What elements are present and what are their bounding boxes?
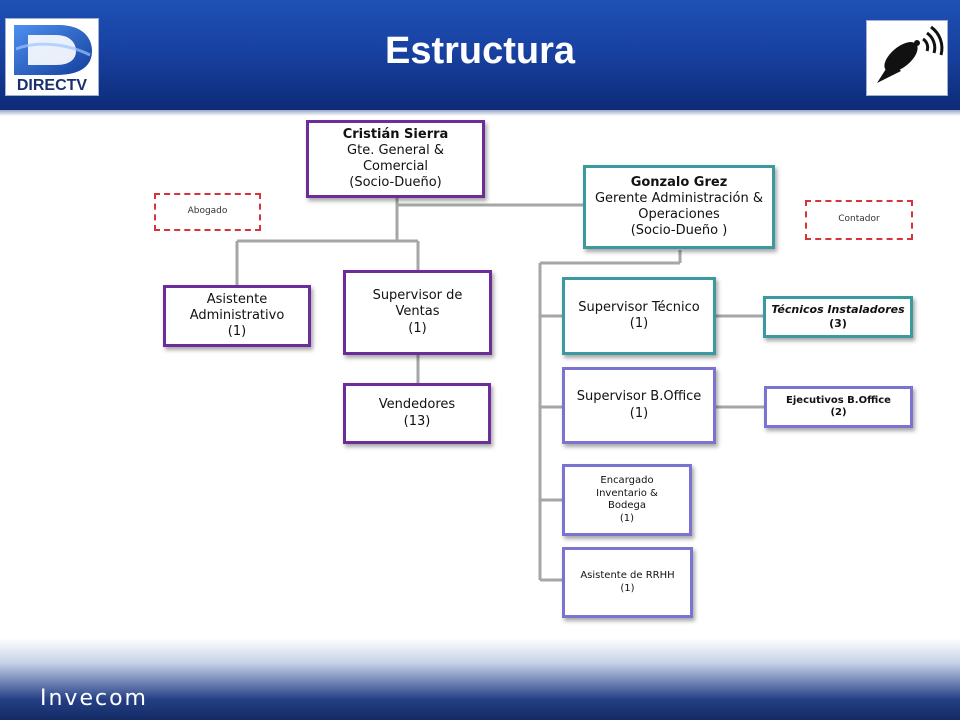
node-sellers: Vendedores (13) <box>343 383 491 444</box>
inventory-line1: Encargado <box>600 475 654 486</box>
backoffice-executives-line1: Ejecutivos B.Office <box>786 394 891 406</box>
header-shadow <box>0 110 960 116</box>
gm-title-line2: Operaciones <box>638 207 720 222</box>
gm-name: Gonzalo Grez <box>630 174 728 190</box>
sellers-line1: Vendedores <box>378 397 456 413</box>
hr-assistant-line1: Asistente de RRHH <box>580 570 675 581</box>
tech-installers-line1: Técnicos Instaladores <box>771 303 905 317</box>
sales-supervisor-line2: Ventas <box>395 304 440 320</box>
backoffice-supervisor-line1: Supervisor B.Office <box>576 389 702 405</box>
node-hr-assistant: Asistente de RRHH (1) <box>562 547 693 618</box>
page-title: Estructura <box>384 30 576 72</box>
tech-supervisor-line1: Supervisor Técnico <box>578 299 700 315</box>
footer-brand: Invecom <box>40 686 148 711</box>
admin-assistant-count: (1) <box>227 324 247 340</box>
ceo-title-line2: Comercial <box>362 159 429 174</box>
lawyer-label: Abogado <box>187 206 228 217</box>
sellers-count: (13) <box>403 413 431 429</box>
gm-title-line3: (Socio-Dueño ) <box>630 223 728 239</box>
ceo-title-line3: (Socio-Dueño) <box>349 175 442 191</box>
admin-assistant-line2: Administrativo <box>189 307 285 323</box>
inventory-line2: Inventario & <box>596 487 658 499</box>
node-admin-assistant: Asistente Administrativo (1) <box>163 285 311 347</box>
node-backoffice-supervisor: Supervisor B.Office (1) <box>562 367 716 444</box>
node-ceo: Cristián Sierra Gte. General & Comercial… <box>306 120 485 198</box>
directv-logo: DIRECTV <box>5 18 99 96</box>
hr-assistant-count: (1) <box>620 582 635 594</box>
backoffice-executives-count: (2) <box>830 407 847 418</box>
admin-assistant-line1: Asistente <box>206 291 268 307</box>
tech-supervisor-count: (1) <box>629 316 649 331</box>
tech-installers-count: (3) <box>829 317 847 330</box>
node-tech-supervisor: Supervisor Técnico (1) <box>562 277 716 355</box>
node-general-manager: Gonzalo Grez Gerente Administración & Op… <box>583 165 775 249</box>
node-sales-supervisor: Supervisor de Ventas (1) <box>343 270 492 355</box>
header-bar <box>0 0 960 110</box>
satellite-dish-icon <box>877 25 944 83</box>
directv-logo-icon: DIRECTV <box>14 25 92 94</box>
ceo-name: Cristián Sierra <box>342 126 449 142</box>
inventory-line3: Bodega <box>608 500 646 511</box>
node-lawyer: Abogado <box>154 193 261 231</box>
gm-title-line1: Gerente Administración & <box>594 190 764 206</box>
sales-supervisor-line1: Supervisor de <box>372 288 463 304</box>
backoffice-supervisor-count: (1) <box>629 405 649 421</box>
footer-bar <box>0 638 960 720</box>
inventory-count: (1) <box>619 512 635 524</box>
node-tech-installers: Técnicos Instaladores (3) <box>763 296 913 338</box>
svg-text:DIRECTV: DIRECTV <box>17 77 88 94</box>
ceo-title-line1: Gte. General & <box>347 142 444 158</box>
sales-supervisor-count: (1) <box>408 320 427 336</box>
node-backoffice-executives: Ejecutivos B.Office (2) <box>764 386 913 428</box>
node-accountant: Contador <box>805 200 913 240</box>
satellite-logo <box>866 20 948 96</box>
node-inventory-manager: Encargado Inventario & Bodega (1) <box>562 464 692 536</box>
accountant-label: Contador <box>838 214 880 225</box>
